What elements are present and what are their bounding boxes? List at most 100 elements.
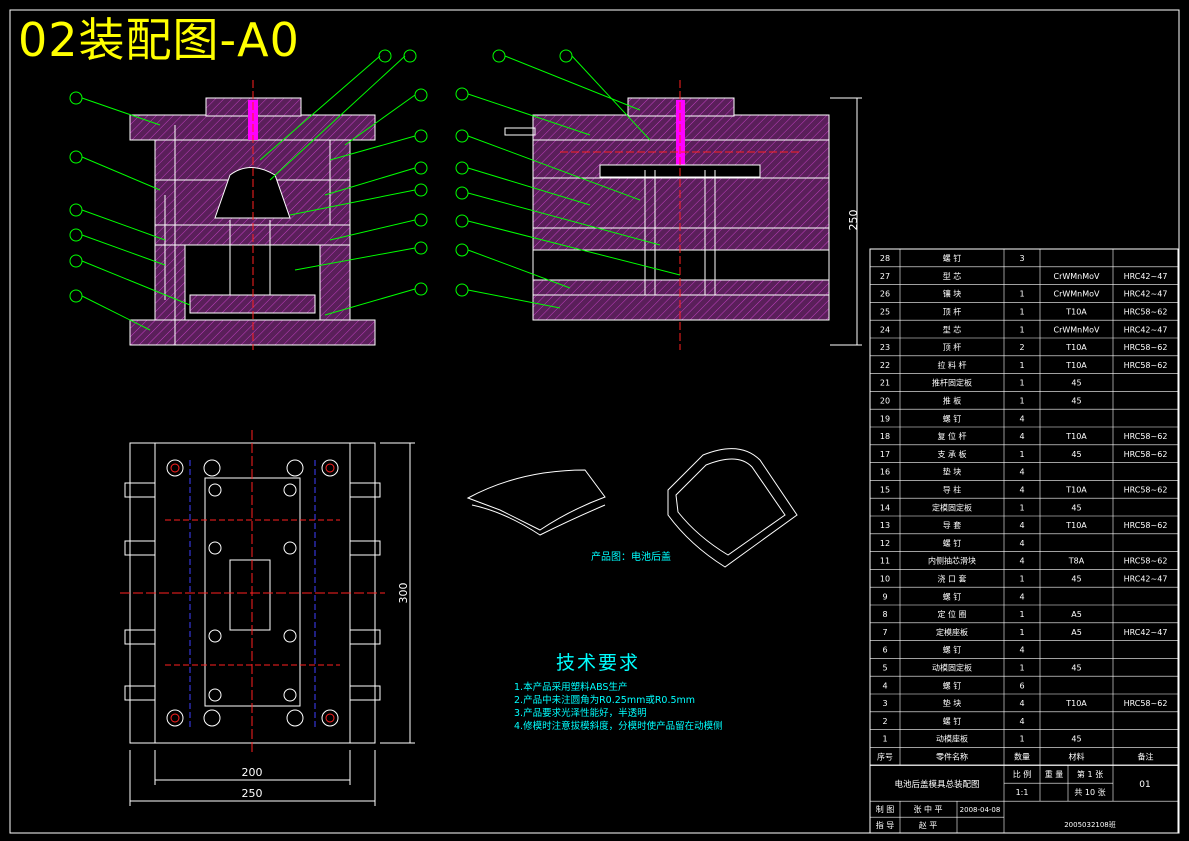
bom-cell-qty: 1 [1019, 290, 1024, 299]
tech-line-4: 4.修模时注意拔模斜度，分模时使产品留在动模侧 [514, 721, 723, 732]
product-caption: 产品图：电池后盖 [591, 552, 671, 563]
bom-cell-qty: 4 [1019, 468, 1024, 477]
tech-line-1: 1.本产品采用塑料ABS生产 [514, 682, 628, 693]
bom-cell-qty: 4 [1019, 539, 1024, 548]
total-label: 共 10 张 [1074, 788, 1105, 797]
drawing-no: 01 [1139, 780, 1150, 790]
bom-cell-qty: 1 [1019, 735, 1024, 744]
bom-cell-name: 型 芯 [943, 271, 962, 281]
front-callouts [69, 49, 428, 331]
bom-cell-no: 6 [882, 646, 887, 655]
bom-cell-qty: 1 [1019, 450, 1024, 459]
product-sketch-2 [667, 448, 798, 568]
bom-header-no: 序号 [877, 752, 893, 762]
bom-cell-qty: 4 [1019, 646, 1024, 655]
bom-cell-name: 拉 料 杆 [937, 360, 966, 370]
bom-cell-name: 浇 口 套 [937, 574, 966, 584]
bom-cell-no: 28 [880, 254, 890, 263]
drawing-title: 02装配图-A0 [18, 13, 300, 67]
bom-cell-no: 2 [882, 717, 887, 726]
bom-cell-no: 16 [880, 468, 890, 477]
date: 2008-04-08 [960, 806, 1001, 814]
bom-cell-name: 型 芯 [943, 324, 962, 334]
bom-cell-material: 45 [1071, 503, 1081, 512]
designer-label: 制 图 [876, 804, 895, 814]
weight-label: 重 量 [1045, 769, 1064, 779]
bom-cell-qty: 1 [1019, 628, 1024, 637]
bom-cell-qty: 3 [1019, 254, 1024, 263]
bom-cell-no: 22 [880, 361, 890, 370]
ratio-label: 比 例 [1013, 769, 1032, 779]
bom-cell-name: 复 位 杆 [937, 431, 966, 441]
bom-cell-qty: 1 [1019, 503, 1024, 512]
bom-cell-name: 定 位 圈 [937, 609, 966, 619]
bom-cell-name: 推杆固定板 [932, 378, 972, 388]
bom-cell-note: HRC58~62 [1124, 521, 1168, 530]
ratio-value: 1:1 [1016, 788, 1029, 797]
tech-heading: 技术要求 [556, 652, 641, 674]
bom-cell-no: 12 [880, 539, 890, 548]
bom-cell-name: 螺 钉 [943, 538, 962, 548]
bom-cell-name: 导 柱 [943, 485, 962, 495]
checker: 赵 平 [919, 820, 938, 830]
bom-cell-material: CrWMnMoV [1053, 290, 1100, 299]
bom-cell-note: HRC42~47 [1124, 272, 1168, 281]
bom-header-material: 材料 [1069, 752, 1085, 762]
bom-cell-name: 动模固定板 [932, 663, 972, 673]
bom-cell-material: CrWMnMoV [1053, 272, 1100, 281]
bom-header-note: 备注 [1138, 752, 1154, 762]
bom-cell-no: 5 [882, 664, 887, 673]
bom-cell-material: 45 [1071, 735, 1081, 744]
front-section-view [129, 80, 376, 350]
bom-cell-name: 导 套 [943, 520, 962, 530]
bom-cell-no: 13 [880, 521, 890, 530]
bom-cell-material: T10A [1065, 343, 1087, 352]
bom-cell-qty: 4 [1019, 486, 1024, 495]
bom-cell-note: HRC58~62 [1124, 343, 1168, 352]
bom-cell-no: 19 [880, 414, 890, 423]
bom-cell-material: 45 [1071, 664, 1081, 673]
bom-cell-material: 45 [1071, 397, 1081, 406]
bom-cell-no: 26 [880, 290, 890, 299]
bom-cell-material: CrWMnMoV [1053, 325, 1100, 334]
bom-cell-note: HRC58~62 [1124, 432, 1168, 441]
bom-cell-note: HRC42~47 [1124, 325, 1168, 334]
side-height-dim: 250 [847, 210, 860, 231]
bom-cell-no: 24 [880, 325, 890, 334]
bom-cell-note: HRC42~47 [1124, 575, 1168, 584]
bom-cell-name: 支 承 板 [937, 449, 966, 459]
bom-cell-name: 螺 钉 [943, 253, 962, 263]
bom-cell-no: 8 [882, 610, 887, 619]
bom-cell-qty: 4 [1019, 717, 1024, 726]
bom-cell-material: T10A [1065, 308, 1087, 317]
bom-cell-note: HRC42~47 [1124, 628, 1168, 637]
bom-cell-material: 45 [1071, 575, 1081, 584]
bom-cell-no: 27 [880, 272, 890, 281]
bom-cell-qty: 4 [1019, 699, 1024, 708]
bom-cell-note: HRC58~62 [1124, 486, 1168, 495]
bom-cell-material: T10A [1065, 699, 1087, 708]
bom-cell-no: 7 [882, 628, 887, 637]
bom-cell-qty: 1 [1019, 308, 1024, 317]
bom-cell-qty: 6 [1019, 681, 1024, 690]
bom-cell-qty: 1 [1019, 575, 1024, 584]
plan-dim-outer: 250 [242, 787, 263, 800]
bom-cell-name: 螺 钉 [943, 716, 962, 726]
bom-cell-name: 垫 块 [943, 698, 962, 708]
bom-cell-material: 45 [1071, 450, 1081, 459]
bom-cell-note: HRC42~47 [1124, 290, 1168, 299]
bom-cell-material: A5 [1071, 628, 1082, 637]
bom-cell-no: 4 [882, 681, 887, 690]
sheet-label: 第 1 张 [1077, 769, 1103, 779]
bom-cell-no: 21 [880, 379, 890, 388]
product-sketch-1 [466, 469, 606, 536]
bom-cell-qty: 1 [1019, 397, 1024, 406]
bom-cell-qty: 4 [1019, 414, 1024, 423]
tech-requirements: 技术要求 1.本产品采用塑料ABS生产 2.产品中未注圆角为R0.25mm或R0… [514, 648, 723, 733]
bom-cell-no: 10 [880, 575, 890, 584]
bom-cell-qty: 1 [1019, 664, 1024, 673]
bom-cell-name: 垫 块 [943, 467, 962, 477]
bom-cell-qty: 4 [1019, 521, 1024, 530]
